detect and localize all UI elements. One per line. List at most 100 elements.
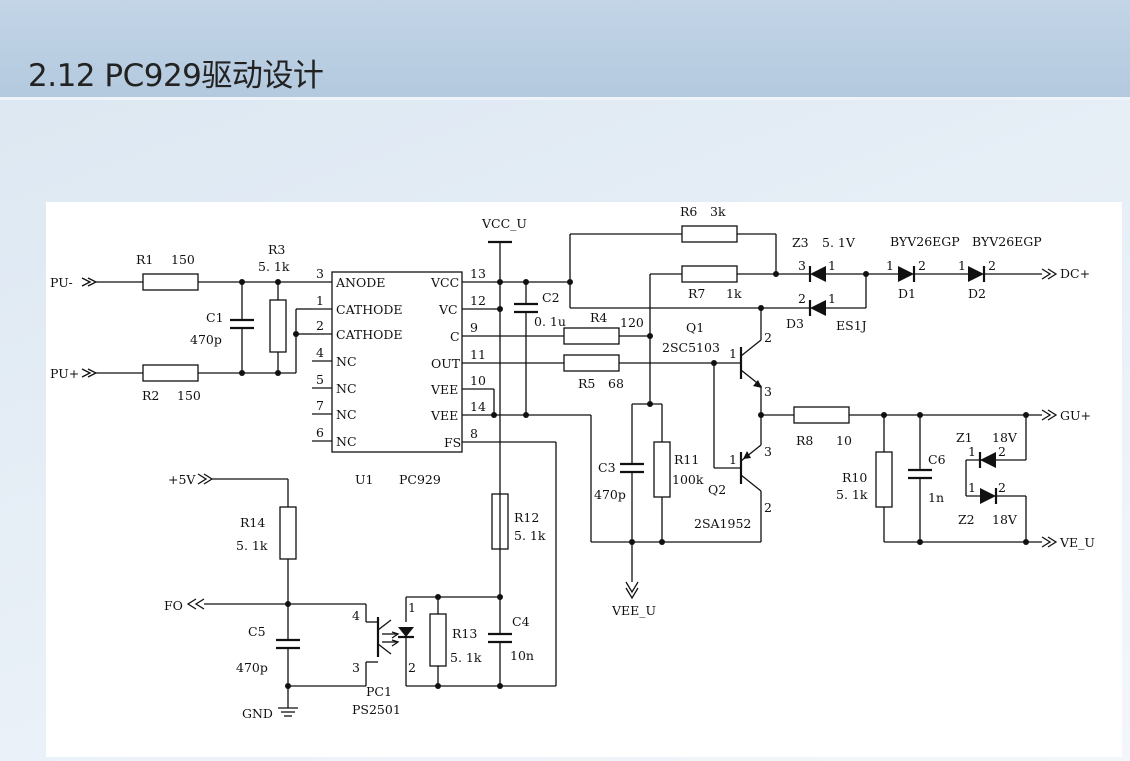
port-dc-plus-icon [1041,268,1052,280]
pc1-ref: PC1 [366,684,392,699]
gnd-label: GND [242,706,273,721]
c2-ref: C2 [542,290,560,305]
u1-ref: U1 [355,472,374,487]
pin-num: 3 [352,660,360,675]
c5-value: 470p [236,660,268,675]
pin-label: CATHODE [336,302,403,317]
r2-ref: R2 [142,388,159,403]
u1-part: PC929 [399,472,441,487]
port-ve-u-label: VE_U [1059,535,1095,550]
z1-value: 18V [992,430,1018,445]
z2-value: 18V [992,512,1018,527]
resistor-r14 [279,506,297,560]
resistor-r13 [429,613,447,667]
pin-label: CATHODE [336,327,403,342]
resistor-r10 [875,451,893,508]
resistor-r8 [793,406,850,424]
r5-value: 68 [608,376,624,391]
pin-num: 2 [918,258,926,273]
r3-ref: R3 [268,242,285,257]
r12-ref: R12 [514,510,539,525]
c4-ref: C4 [512,614,530,629]
resistor-r12 [491,493,509,550]
d3-ref: D3 [786,316,804,331]
c2-value: 0. 1u [534,314,566,329]
r14-value: 5. 1k [236,538,268,553]
slide-header [0,0,1130,98]
pin-label: NC [336,381,357,396]
resistor-r7 [681,265,738,283]
port-pu-plus-icon [81,368,92,378]
schematic-diagram: U1 PC929 3 1 2 4 5 7 6 ANODE CATHODE CAT… [46,202,1122,757]
c3-value: 470p [594,487,626,502]
z2-ref: Z2 [958,512,975,527]
r7-value: 1k [726,286,742,301]
pin-num: 2 [988,258,996,273]
r6-ref: R6 [680,204,697,219]
pin-num: 13 [470,266,486,281]
pin-num: 1 [316,293,324,308]
pin-num: 12 [470,293,486,308]
pin-label: OUT [431,356,461,371]
port-ve-u-icon [1041,536,1052,548]
port-fo-icon [186,598,197,610]
z1-ref: Z1 [956,430,973,445]
schematic-svg: U1 PC929 3 1 2 4 5 7 6 ANODE CATHODE CAT… [50,204,1095,721]
d1-part: BYV26EGP [890,234,960,249]
pin-num: 2 [316,318,324,333]
z3-value: 5. 1V [822,235,856,250]
pin-num: 3 [316,266,324,281]
pin-num: 2 [764,330,772,345]
r7-ref: R7 [688,286,705,301]
opto-led-icon [398,627,414,637]
r1-ref: R1 [136,252,153,267]
pin-num: 1 [828,258,836,273]
r4-ref: R4 [590,310,607,325]
pin-num: 4 [316,345,324,360]
pc1-part: PS2501 [352,702,401,717]
pin-num: 1 [886,258,894,273]
pin-num: 3 [764,384,772,399]
zener-z3 [810,266,826,282]
pin-num: 11 [470,347,486,362]
u1-right-pins [462,281,494,443]
pin-label: NC [336,434,357,449]
resistor-r6 [681,225,738,243]
pin-num: 6 [316,425,324,440]
diode-d1 [898,266,914,282]
r11-ref: R11 [674,452,699,467]
header-divider [0,97,1130,100]
resistor-r4 [563,327,620,345]
c1-value: 470p [190,332,222,347]
port-5v-label: +5V [168,472,196,487]
c5-ref: C5 [248,624,266,639]
diode-d2 [968,266,984,282]
q2-ref: Q2 [708,482,726,497]
pin-label: FS [444,435,461,450]
resistor-r2 [142,364,199,382]
resistor-r1 [142,273,199,291]
pin-num: 3 [764,444,772,459]
pin-num: 1 [408,600,416,615]
diode-d3 [810,300,826,316]
q1-part: 2SC5103 [662,340,720,355]
u1-body [331,271,463,453]
pin-num: 2 [408,660,416,675]
resistor-r3 [269,299,287,353]
r10-ref: R10 [842,470,867,485]
port-pu-plus-label: PU+ [50,366,79,381]
vee-u-port-icon [625,581,639,594]
pin-num: 1 [828,291,836,306]
r12-value: 5. 1k [514,528,546,543]
pin-label: VEE [430,382,458,397]
pin-num: 1 [729,452,737,467]
c4-value: 10n [510,648,534,663]
d3-part: ES1J [836,318,867,333]
r3-value: 5. 1k [258,259,290,274]
pin-num: 1 [968,444,976,459]
port-gu-plus-label: GU+ [1060,408,1091,423]
pin-num: 3 [798,258,806,273]
zener-z1 [980,452,996,468]
pin-num: 2 [798,291,806,306]
r2-value: 150 [177,388,201,403]
